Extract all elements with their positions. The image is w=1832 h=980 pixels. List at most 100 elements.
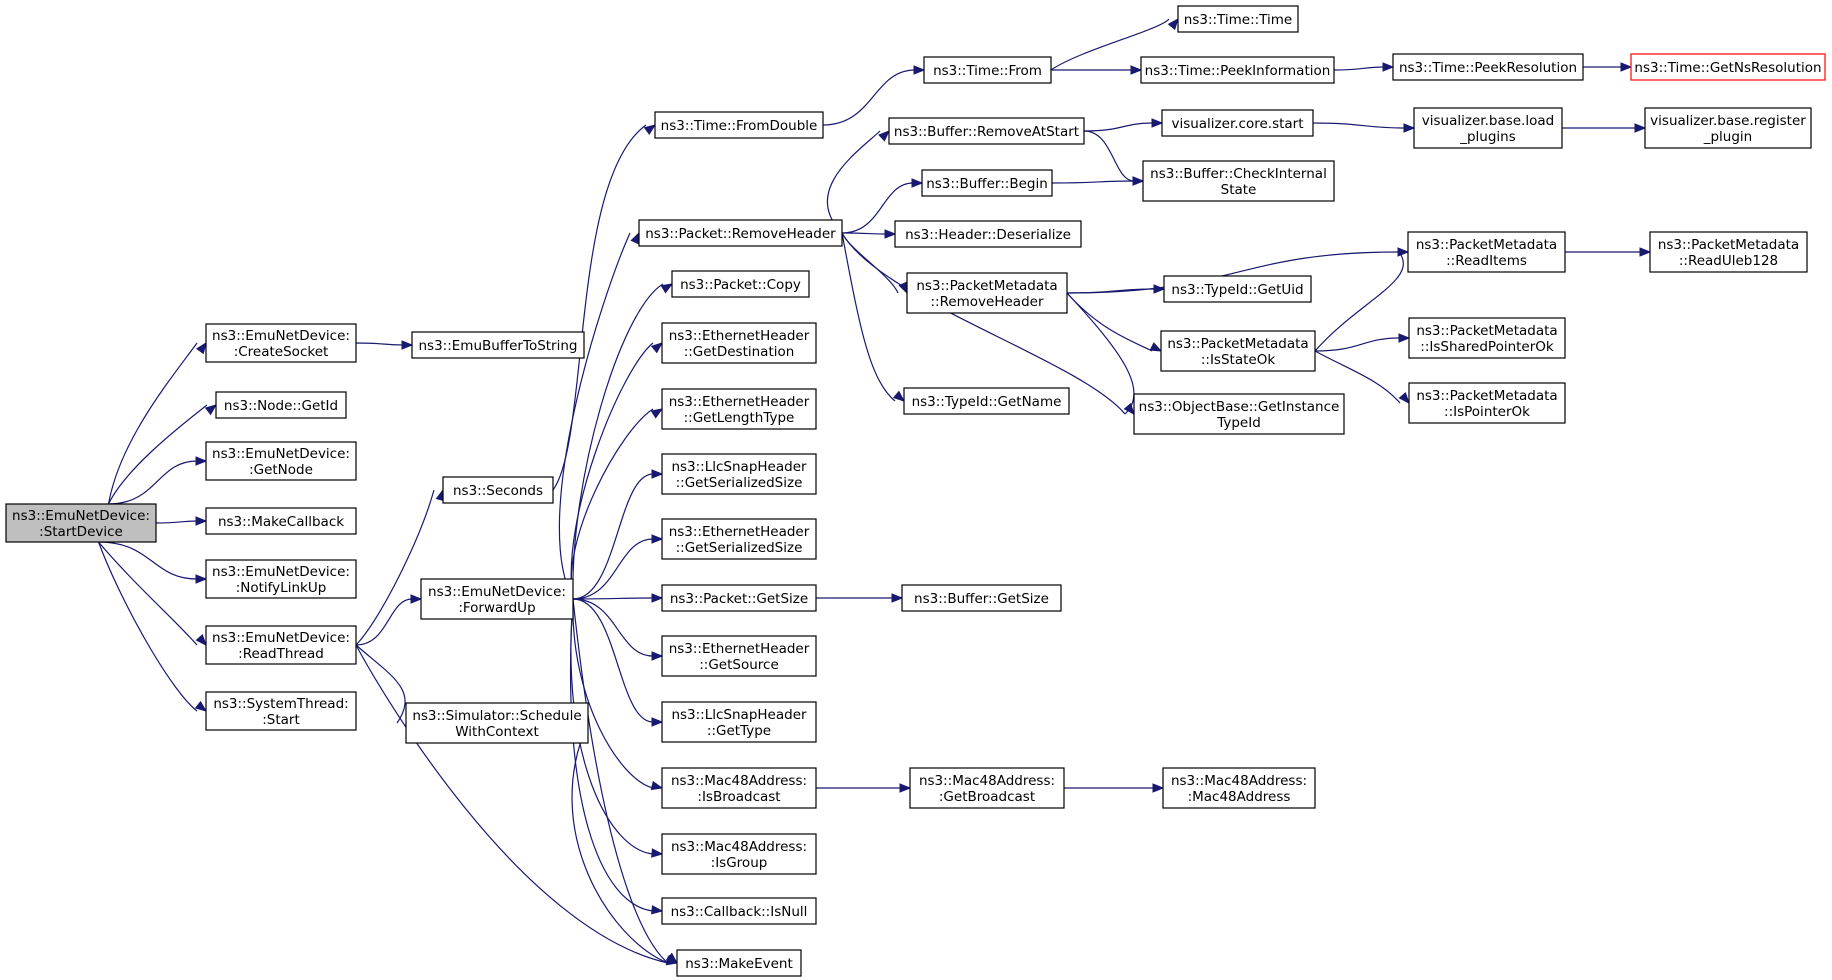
node-node-getid-box <box>215 391 347 419</box>
node-time-fromdouble-box <box>654 111 824 139</box>
node-visualizer-base-load-plugins-label: visualizer.base.load <box>1422 113 1554 129</box>
node-callback-isnull[interactable]: ns3::Callback::IsNull <box>661 897 817 925</box>
node-visualizer-core-start-box <box>1161 109 1314 137</box>
node-packetmetadata-isstateok[interactable]: ns3::PacketMetadata::IsStateOk <box>1160 330 1316 372</box>
edge-readthread-seconds <box>355 488 445 646</box>
node-visualizer-base-register-plugin[interactable]: visualizer.base.register_plugin <box>1644 107 1812 149</box>
edge-removeheader-hdrdeser <box>841 229 897 239</box>
node-packetmetadata-readitems-box <box>1407 231 1566 273</box>
node-time-time-box <box>1177 5 1299 33</box>
edge-fromdouble-timefrom <box>822 65 926 126</box>
node-packet-removeheader-box <box>638 219 843 247</box>
edge-schedule-makeevent <box>571 722 679 964</box>
node-emunetdevice-readthread[interactable]: ns3::EmuNetDevice::ReadThread <box>205 625 357 665</box>
node-emunetdevice-forwardup[interactable]: ns3::EmuNetDevice::ForwardUp <box>420 578 574 620</box>
node-packet-copy-label: ns3::Packet::Copy <box>680 277 801 293</box>
node-mac48address-isbroadcast-label: :IsBroadcast <box>697 789 780 805</box>
node-packetmetadata-ispointerok[interactable]: ns3::PacketMetadata::IsPointerOk <box>1408 382 1566 424</box>
node-llcsnapheader-gettype-label: ::GetType <box>707 723 771 739</box>
node-packet-copy[interactable]: ns3::Packet::Copy <box>671 270 810 298</box>
node-objectbase-getinstancetypeid-label: ns3::ObjectBase::GetInstance <box>1139 399 1340 415</box>
node-emunetdevice-createsocket[interactable]: ns3::EmuNetDevice::CreateSocket <box>205 323 357 363</box>
node-time-fromdouble[interactable]: ns3::Time::FromDouble <box>654 111 824 139</box>
node-buffer-getsize-box <box>901 584 1062 612</box>
node-time-from[interactable]: ns3::Time::From <box>923 56 1052 84</box>
node-packet-removeheader[interactable]: ns3::Packet::RemoveHeader <box>638 219 843 247</box>
node-ethernetheader-getserializedsize-box <box>661 518 817 560</box>
node-emunetdevice-notifylinkup[interactable]: ns3::EmuNetDevice::NotifyLinkUp <box>205 559 357 599</box>
node-seconds[interactable]: ns3::Seconds <box>442 476 554 504</box>
node-time-getnsresolution-box <box>1630 53 1826 81</box>
node-mac48address-isgroup[interactable]: ns3::Mac48Address::IsGroup <box>661 833 817 875</box>
node-visualizer-base-load-plugins[interactable]: visualizer.base.load_plugins <box>1413 107 1563 149</box>
node-time-peekresolution[interactable]: ns3::Time::PeekResolution <box>1392 53 1584 81</box>
node-packetmetadata-isstateok-label: ::IsStateOk <box>1201 352 1275 368</box>
node-time-getnsresolution[interactable]: ns3::Time::GetNsResolution <box>1630 53 1826 81</box>
node-visualizer-base-register-plugin-label: visualizer.base.register <box>1650 113 1806 129</box>
node-llcsnapheader-gettype[interactable]: ns3::LlcSnapHeader::GetType <box>661 701 817 743</box>
edge-removeheader-bufremove <box>826 130 890 234</box>
node-packetmetadata-readitems-label: ::ReadItems <box>1446 253 1527 269</box>
node-makeevent[interactable]: ns3::MakeEvent <box>676 949 802 977</box>
node-buffer-getsize[interactable]: ns3::Buffer::GetSize <box>901 584 1062 612</box>
node-mac48address-mac48address-label: :Mac48Address <box>1188 789 1291 805</box>
node-buffer-begin[interactable]: ns3::Buffer::Begin <box>921 169 1053 197</box>
node-llcsnapheader-getserializedsize-box <box>661 453 817 495</box>
node-callback-isnull-box <box>661 897 817 925</box>
node-mac48address-getbroadcast-label: :GetBroadcast <box>939 789 1035 805</box>
node-mac48address-isbroadcast[interactable]: ns3::Mac48Address::IsBroadcast <box>661 767 817 809</box>
node-time-time[interactable]: ns3::Time::Time <box>1177 5 1299 33</box>
node-emubuffertostring[interactable]: ns3::EmuBufferToString <box>411 331 585 359</box>
edge-pmremove-isstate <box>1066 292 1163 352</box>
node-llcsnapheader-getserializedsize[interactable]: ns3::LlcSnapHeader::GetSerializedSize <box>661 453 817 495</box>
node-time-peekinformation[interactable]: ns3::Time::PeekInformation <box>1140 56 1335 84</box>
node-packetmetadata-isstateok-box <box>1160 330 1316 372</box>
node-typeid-getname[interactable]: ns3::TypeId::GetName <box>903 387 1070 415</box>
node-mac48address-getbroadcast[interactable]: ns3::Mac48Address::GetBroadcast <box>909 767 1065 809</box>
edge-forwardup-ethlen <box>570 408 664 600</box>
edge-pmremove-typeuid <box>1066 284 1166 294</box>
node-packetmetadata-issharedpointerok[interactable]: ns3::PacketMetadata::IsSharedPointerOk <box>1408 317 1566 359</box>
node-packetmetadata-readuleb128[interactable]: ns3::PacketMetadata::ReadUleb128 <box>1649 231 1808 273</box>
node-systemthread-start[interactable]: ns3::SystemThread::Start <box>205 691 357 731</box>
node-packetmetadata-removeheader[interactable]: ns3::PacketMetadata::RemoveHeader <box>906 272 1068 314</box>
node-mac48address-isgroup-label: ns3::Mac48Address: <box>671 839 807 855</box>
node-emunetdevice-getnode[interactable]: ns3::EmuNetDevice::GetNode <box>205 441 357 481</box>
node-ethernetheader-getsource[interactable]: ns3::EthernetHeader::GetSource <box>661 635 817 677</box>
node-emunetdevice-startdevice[interactable]: ns3::EmuNetDevice::StartDevice <box>5 503 157 543</box>
node-ethernetheader-getserializedsize[interactable]: ns3::EthernetHeader::GetSerializedSize <box>661 518 817 560</box>
edge-start-readthread <box>98 541 207 647</box>
node-ethernetheader-getserializedsize-label: ::GetSerializedSize <box>676 540 803 556</box>
edge-bufbegin-bufcheck <box>1051 176 1145 186</box>
node-node-getid-label: ns3::Node::GetId <box>224 398 338 414</box>
node-ethernetheader-getsource-box <box>661 635 817 677</box>
node-visualizer-core-start[interactable]: visualizer.core.start <box>1161 109 1314 137</box>
node-makecallback[interactable]: ns3::MakeCallback <box>205 507 357 535</box>
edge-layer <box>97 17 1652 966</box>
node-emunetdevice-createsocket-label: :CreateSocket <box>234 344 329 360</box>
node-ethernetheader-getdestination[interactable]: ns3::EthernetHeader::GetDestination <box>661 322 817 364</box>
node-emunetdevice-notifylinkup-label: :NotifyLinkUp <box>236 580 327 596</box>
node-mac48address-mac48address[interactable]: ns3::Mac48Address::Mac48Address <box>1162 767 1316 809</box>
node-ethernetheader-getlengthtype[interactable]: ns3::EthernetHeader::GetLengthType <box>661 388 817 430</box>
edge-start-notify <box>98 541 208 584</box>
node-mac48address-mac48address-box <box>1162 767 1316 809</box>
edge-start-nodeid <box>107 404 218 505</box>
node-makeevent-box <box>676 949 802 977</box>
node-typeid-getuid[interactable]: ns3::TypeId::GetUid <box>1163 275 1312 303</box>
edge-pgetsize-bufgetsize <box>816 593 904 603</box>
edge-vizload-vizreg <box>1562 123 1647 133</box>
node-header-deserialize[interactable]: ns3::Header::Deserialize <box>894 220 1082 248</box>
node-buffer-removeatstart[interactable]: ns3::Buffer::RemoveAtStart <box>888 117 1085 145</box>
node-packetmetadata-issharedpointerok-label: ns3::PacketMetadata <box>1416 323 1557 339</box>
node-packetmetadata-readitems[interactable]: ns3::PacketMetadata::ReadItems <box>1407 231 1566 273</box>
node-node-getid[interactable]: ns3::Node::GetId <box>215 391 347 419</box>
node-time-peekinformation-box <box>1140 56 1335 84</box>
node-makeevent-label: ns3::MakeEvent <box>685 956 793 972</box>
node-packet-getsize[interactable]: ns3::Packet::GetSize <box>661 584 817 612</box>
edge-create-emubuf <box>355 340 414 350</box>
